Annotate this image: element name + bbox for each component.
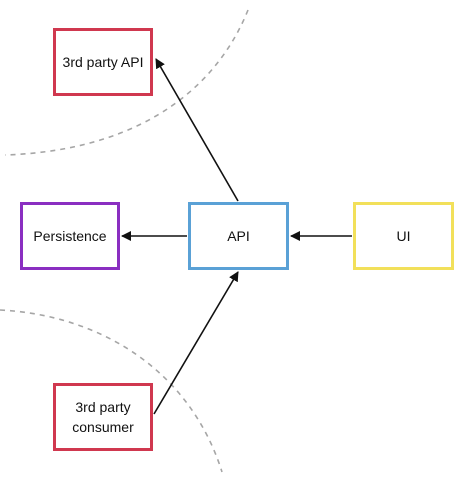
node-third-party-api[interactable]: 3rd party API (53, 28, 153, 96)
node-api[interactable]: API (188, 202, 289, 270)
node-third-party-api-label: 3rd party API (62, 54, 144, 70)
arrow-third-party-consumer-to-api (153, 271, 239, 415)
node-ui[interactable]: UI (353, 202, 454, 270)
node-third-party-consumer-label: 3rd party consumer (72, 399, 134, 435)
node-third-party-consumer[interactable]: 3rd party consumer (53, 383, 153, 451)
node-persistence[interactable]: Persistence (20, 202, 120, 270)
arrow-api-to-third-party-api (155, 58, 239, 202)
node-ui-label: UI (396, 228, 411, 244)
node-persistence-label: Persistence (33, 228, 107, 244)
node-api-label: API (227, 228, 250, 244)
lower-boundary-arc (0, 309, 223, 473)
upper-boundary-arc (4, 9, 249, 156)
